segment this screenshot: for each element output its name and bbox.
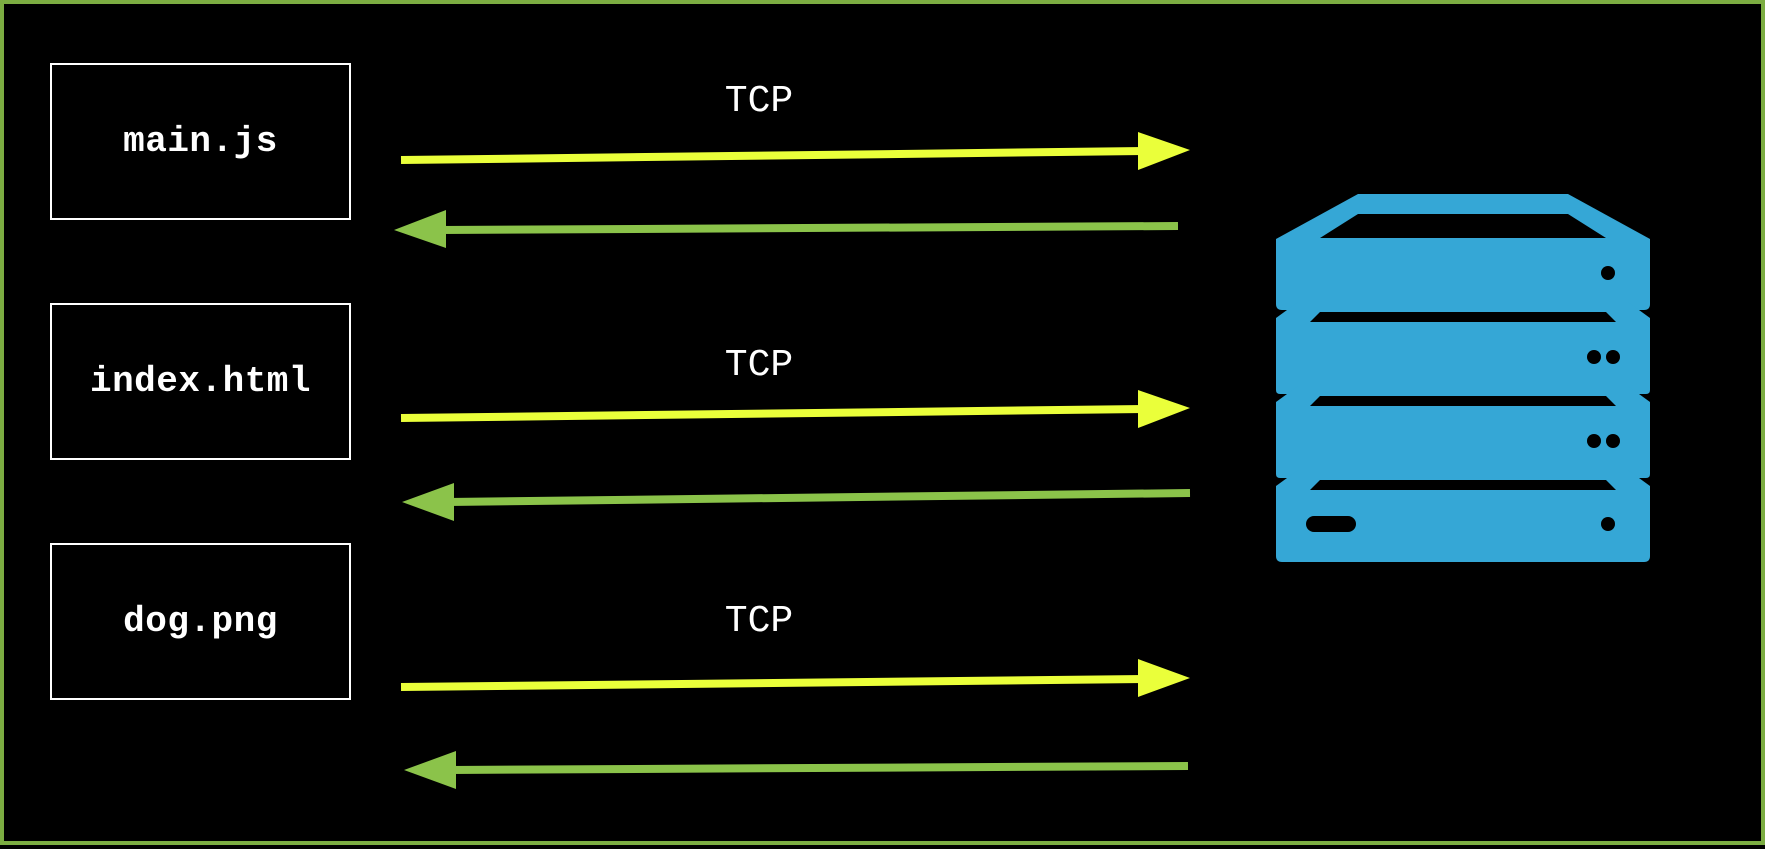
connection-arrows — [394, 132, 1191, 789]
protocol-label: TCP — [724, 344, 794, 387]
file-box-dog-png: dog.png — [50, 543, 351, 700]
file-label: dog.png — [123, 601, 278, 642]
file-label: index.html — [89, 361, 312, 402]
file-label: main.js — [123, 121, 278, 162]
response-arrow — [394, 210, 1179, 248]
file-box-main-js: main.js — [50, 63, 351, 220]
request-arrow — [400, 390, 1190, 428]
request-arrow — [400, 132, 1190, 170]
response-arrow — [402, 483, 1191, 521]
file-box-index-html: index.html — [50, 303, 351, 460]
server-rack-icon — [1276, 194, 1650, 562]
request-arrow — [400, 659, 1190, 697]
response-arrow — [404, 751, 1189, 789]
protocol-label: TCP — [724, 80, 794, 123]
protocol-label: TCP — [724, 600, 794, 643]
